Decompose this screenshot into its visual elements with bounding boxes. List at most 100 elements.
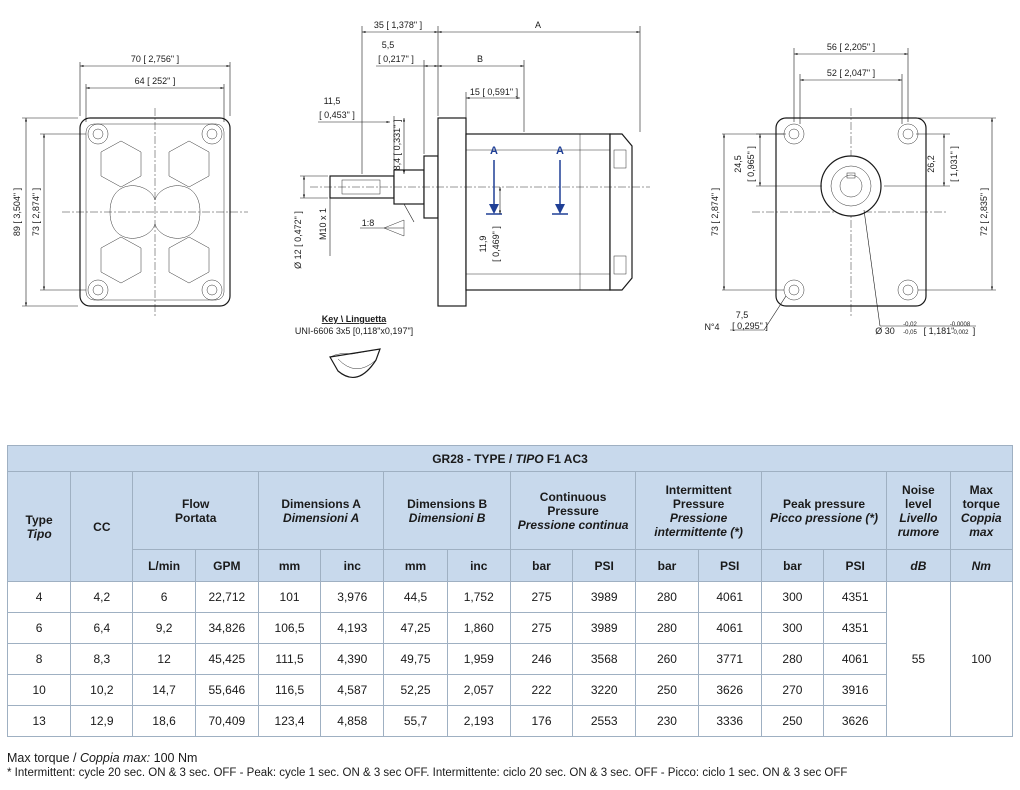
table-cell: 70,409 bbox=[194, 705, 259, 737]
table-cell: 49,75 bbox=[383, 643, 448, 675]
unit-cell: inc bbox=[320, 549, 385, 582]
table-cell: 270 bbox=[760, 674, 825, 706]
front-dim-64: 64 [ 252" ] bbox=[135, 76, 176, 86]
side-dim-5-5: 5,5 bbox=[382, 40, 395, 50]
unit-cell: PSI bbox=[823, 549, 888, 582]
table-cell: 13 bbox=[6, 705, 72, 737]
table-cell: 260 bbox=[635, 643, 699, 675]
rear-dim-24-5-inch: [ 0,965" ] bbox=[746, 146, 756, 182]
table-cell: 3916 bbox=[823, 674, 888, 706]
table-cell: 3626 bbox=[823, 705, 888, 737]
rear-pilot-dia: Ø 30 bbox=[875, 326, 895, 336]
table-cell: 47,25 bbox=[383, 612, 448, 644]
unit-cell: inc bbox=[446, 549, 511, 582]
rear-pilot-tol-1: -0,02 bbox=[903, 322, 917, 328]
table-cell: 280 bbox=[635, 612, 699, 644]
port-a-label-1: A bbox=[490, 145, 498, 157]
header-cc: CC bbox=[70, 471, 134, 582]
table-cell: 52,25 bbox=[383, 674, 448, 706]
table-cell: 3220 bbox=[572, 674, 637, 706]
table-cell: 18,6 bbox=[132, 705, 196, 737]
table-cell: 14,7 bbox=[132, 674, 196, 706]
front-dim-73: 73 [ 2,874" ] bbox=[31, 188, 41, 236]
unit-cell: PSI bbox=[697, 549, 762, 582]
unit-cell: dB bbox=[886, 549, 951, 582]
note-cycle: * Intermittent: cycle 20 sec. ON & 3 sec… bbox=[7, 767, 848, 779]
unit-cell: mm bbox=[257, 549, 322, 582]
table-cell: 4061 bbox=[823, 643, 888, 675]
rear-hole-count: N°4 bbox=[704, 322, 719, 332]
table-cell: 4,587 bbox=[320, 674, 385, 706]
table-cell: 44,5 bbox=[383, 581, 448, 613]
table-cell: 3568 bbox=[572, 643, 637, 675]
rear-view: 56 [ 2,205" ] 52 [ 2,047" ] 24,5 [ 0,965… bbox=[704, 42, 996, 336]
table-cell: 55,7 bbox=[383, 705, 448, 737]
table-cell: 280 bbox=[760, 643, 825, 675]
side-dim-15: 15 [ 0,591" ] bbox=[470, 87, 518, 97]
table-cell: 275 bbox=[509, 612, 574, 644]
side-dim-11-9-inch: [ 0,469" ] bbox=[491, 226, 501, 262]
table-cell: 2,057 bbox=[446, 674, 511, 706]
rear-pilot-inch: [ 1,181" bbox=[924, 326, 955, 336]
unit-cell: bar bbox=[760, 549, 825, 582]
table-cell: 3989 bbox=[572, 581, 637, 613]
rear-dim-26-2-inch: [ 1,031" ] bbox=[949, 146, 959, 182]
table-cell: 12 bbox=[132, 643, 196, 675]
table-cell: 9,2 bbox=[132, 612, 196, 644]
rear-dim-73: 73 [ 2,874" ] bbox=[710, 188, 720, 236]
table-cell: 123,4 bbox=[257, 705, 322, 737]
key-title: Key \ Linguetta bbox=[322, 314, 388, 324]
rear-pilot-inch-tol-1: -0,0008 bbox=[950, 322, 971, 328]
side-dim-11-9: 11,9 bbox=[478, 236, 488, 253]
table-cell: 1,752 bbox=[446, 581, 511, 613]
table-title: GR28 - TYPE / TIPO F1 AC3 bbox=[7, 445, 1013, 472]
table-cell: 3771 bbox=[697, 643, 762, 675]
table-cell: 1,860 bbox=[446, 612, 511, 644]
table-cell: 230 bbox=[635, 705, 699, 737]
table-cell: 1,959 bbox=[446, 643, 511, 675]
table-cell: 4061 bbox=[697, 581, 762, 613]
table-cell: 4,858 bbox=[320, 705, 385, 737]
table-cell: 10,2 bbox=[70, 674, 134, 706]
front-dim-70: 70 [ 2,756" ] bbox=[131, 54, 179, 64]
rear-dim-26-2: 26,2 bbox=[926, 155, 936, 173]
key-drawing bbox=[329, 348, 381, 379]
side-dim-m10: M10 x 1 bbox=[318, 208, 328, 240]
rear-hole-dia: 7,5 bbox=[736, 310, 749, 320]
table-cell: 300 bbox=[760, 612, 825, 644]
rear-dim-56: 56 [ 2,205" ] bbox=[827, 42, 875, 52]
table-cell: 111,5 bbox=[257, 643, 322, 675]
torque-value: 100 bbox=[949, 581, 1014, 737]
table-cell: 4,390 bbox=[320, 643, 385, 675]
side-dim-5-5-inch: [ 0,217" ] bbox=[378, 54, 414, 64]
table-cell: 4061 bbox=[697, 612, 762, 644]
table-cell: 22,712 bbox=[194, 581, 259, 613]
unit-cell: mm bbox=[383, 549, 448, 582]
rear-dim-72: 72 [ 2,835" ] bbox=[979, 188, 989, 236]
rear-hole-dia-inch: [ 0,295" ] bbox=[732, 321, 768, 331]
table-cell: 101 bbox=[257, 581, 322, 613]
side-dim-a: A bbox=[535, 20, 541, 30]
key-spec: UNI-6606 3x5 [0,118"x0,197"] bbox=[295, 326, 413, 336]
unit-cell: GPM bbox=[194, 549, 259, 582]
rear-dim-24-5: 24,5 bbox=[733, 155, 743, 173]
unit-cell: PSI bbox=[572, 549, 637, 582]
table-cell: 4,2 bbox=[70, 581, 134, 613]
side-dim-11-5-inch: [ 0,453" ] bbox=[319, 110, 355, 120]
table-cell: 12,9 bbox=[70, 705, 134, 737]
table-cell: 6 bbox=[132, 581, 196, 613]
side-taper-ratio: 1:8 bbox=[362, 218, 375, 228]
table-cell: 3989 bbox=[572, 612, 637, 644]
technical-drawing: 70 [ 2,756" ] 64 [ 252" ] 89 [ 3,504" ] … bbox=[12, 20, 996, 379]
rear-dim-52: 52 [ 2,047" ] bbox=[827, 68, 875, 78]
